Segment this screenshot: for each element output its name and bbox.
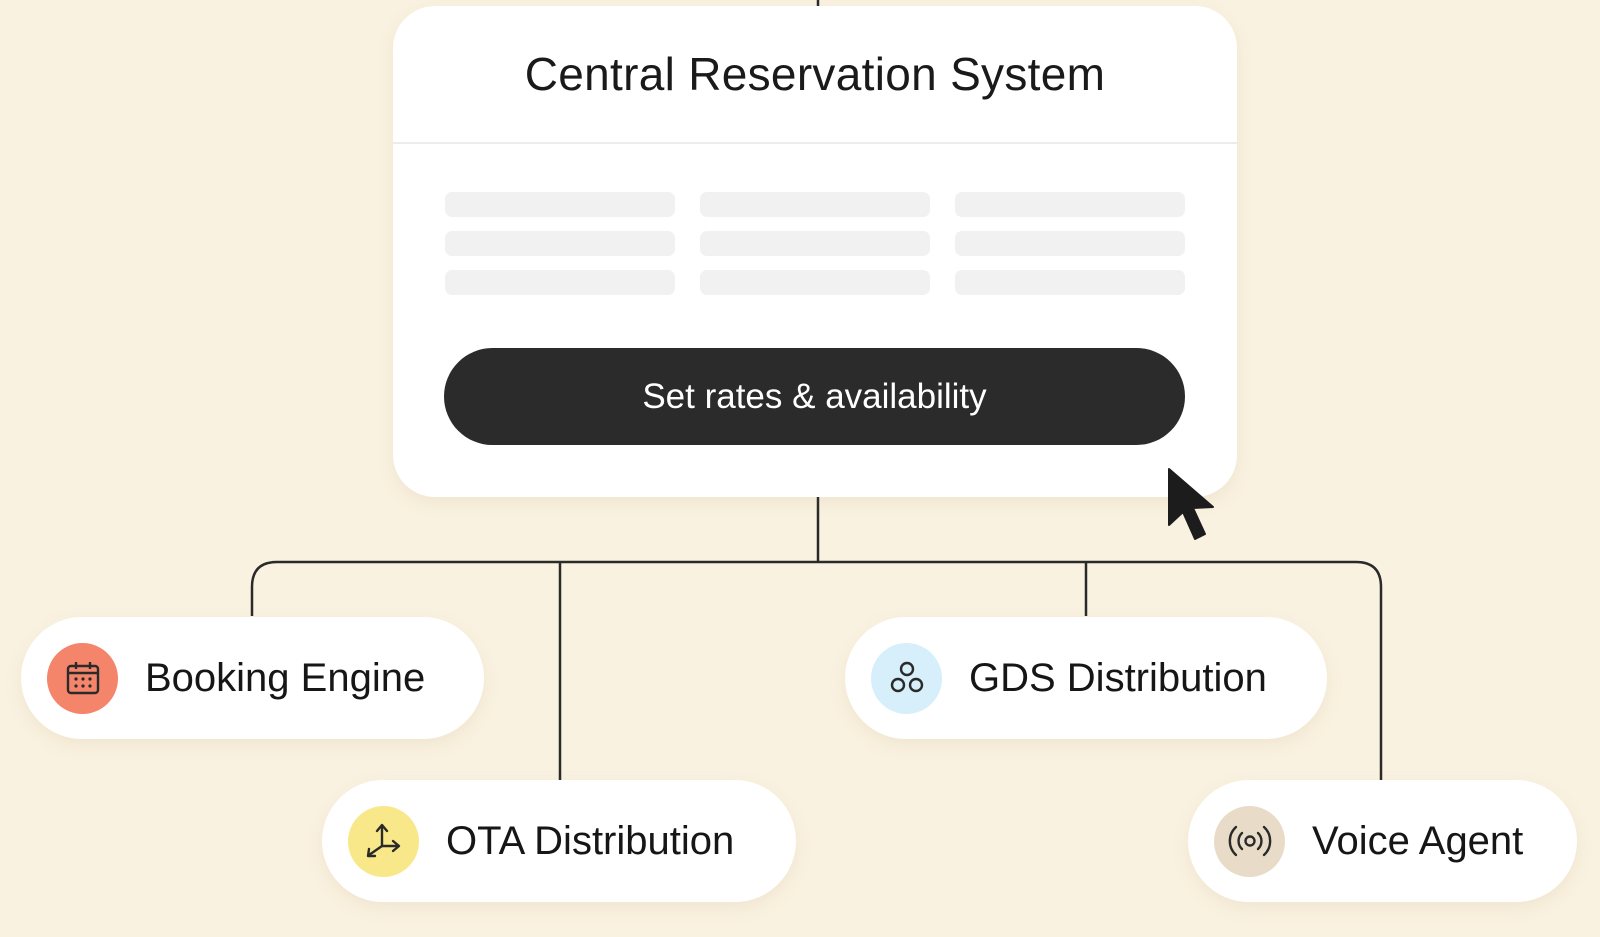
placeholder-bar [700, 231, 930, 256]
branch-bus [250, 560, 1383, 780]
ota-distribution-label: OTA Distribution [446, 818, 735, 863]
booking-engine-label: Booking Engine [145, 655, 426, 700]
placeholder-table [445, 192, 1185, 295]
gds-distribution-label: GDS Distribution [969, 655, 1267, 700]
central-reservation-card: Central Reservation System Set rates & a… [393, 6, 1237, 497]
placeholder-bar [955, 270, 1185, 295]
placeholder-bar [700, 270, 930, 295]
broadcast-icon [1214, 805, 1285, 877]
voice-agent-label: Voice Agent [1312, 818, 1524, 863]
gds-distribution-node[interactable]: GDS Distribution [845, 617, 1327, 739]
placeholder-bar [445, 270, 675, 295]
placeholder-bar [445, 192, 675, 217]
placeholder-bar [445, 231, 675, 256]
set-rates-button[interactable]: Set rates & availability [444, 348, 1185, 445]
card-title: Central Reservation System [524, 48, 1106, 100]
placeholder-bar [955, 231, 1185, 256]
voice-agent-node[interactable]: Voice Agent [1188, 780, 1577, 902]
calendar-icon [47, 642, 118, 714]
split-arrows-icon [348, 805, 419, 877]
ota-distribution-node[interactable]: OTA Distribution [322, 780, 796, 902]
mouse-pointer-icon [1168, 468, 1214, 540]
booking-engine-node[interactable]: Booking Engine [21, 617, 484, 739]
placeholder-bar [955, 192, 1185, 217]
network-nodes-icon [871, 642, 942, 714]
placeholder-bar [700, 192, 930, 217]
card-header: Central Reservation System [393, 6, 1237, 144]
